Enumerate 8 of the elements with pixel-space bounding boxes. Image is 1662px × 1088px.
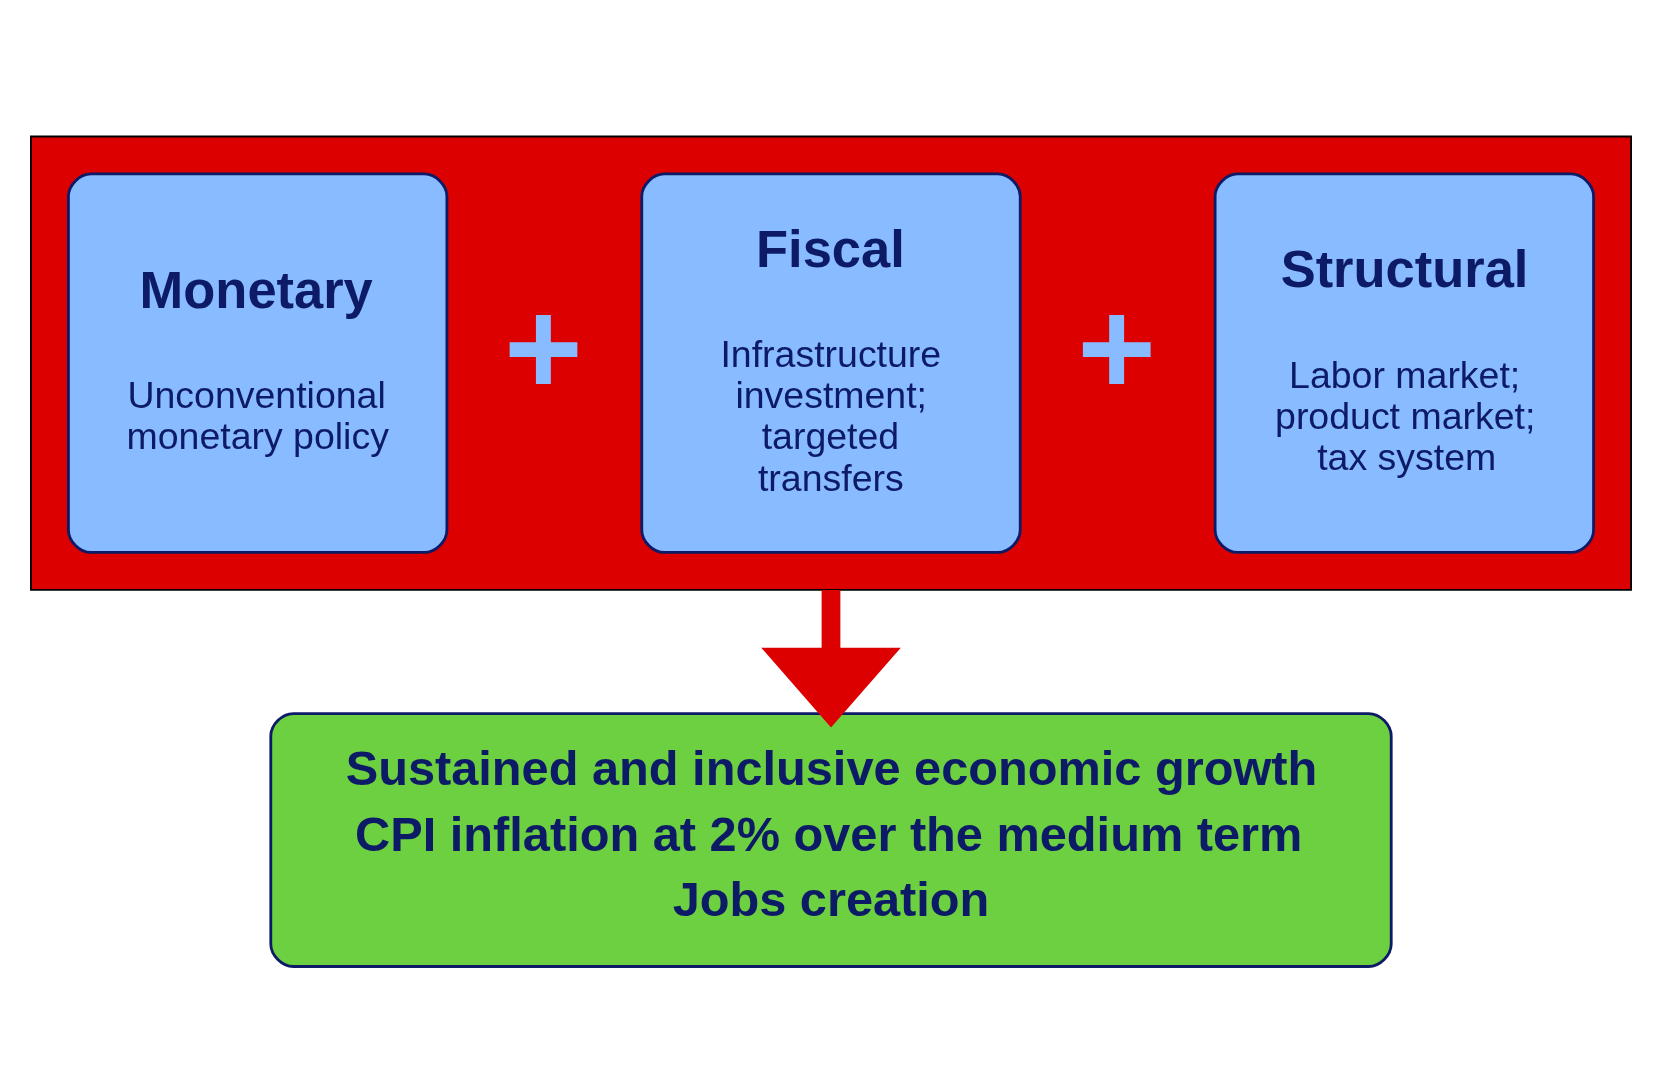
cluster (30, 135, 1632, 591)
node-box: Sustained and inclusive economic growth CPI inflation at 2% over the medium term Jobs creation (269, 712, 1393, 968)
label: + (1077, 273, 1157, 425)
node-box: Structural Labor market; product market; tax system (1213, 172, 1595, 554)
arrow (761, 589, 901, 728)
node-box: Fiscal Infrastructure investment; targeted transfers (640, 172, 1022, 554)
node-box: Monetary Unconventional monetary policy (67, 172, 449, 554)
label: + (504, 273, 583, 425)
